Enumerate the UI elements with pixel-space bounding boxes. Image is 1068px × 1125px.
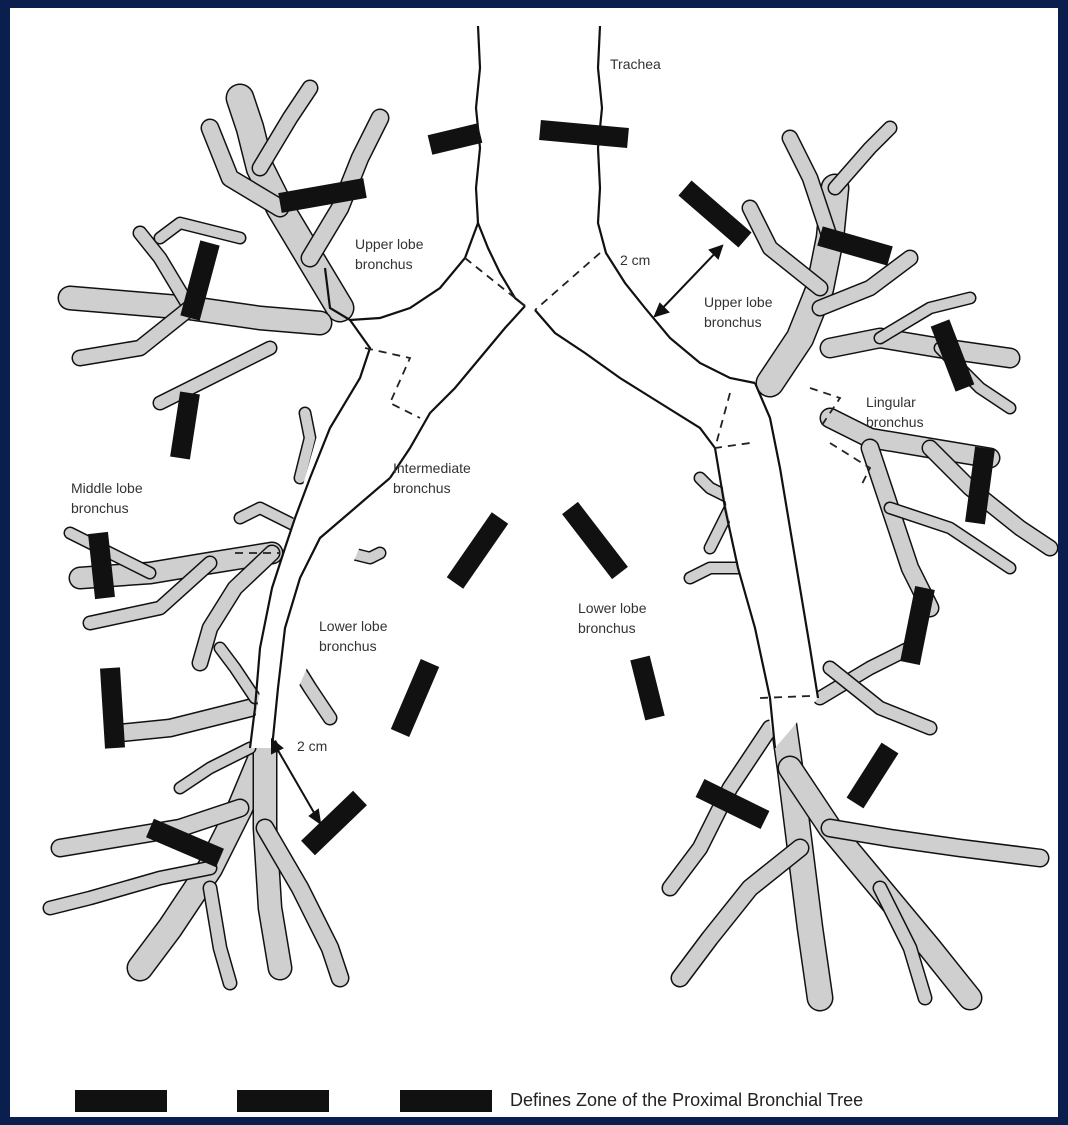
legend-dash-1 (75, 1090, 167, 1112)
zone-marker-dash (98, 533, 105, 598)
label-middle-lobe: Middle lobe bronchus (71, 478, 143, 518)
label-measure-lower: 2 cm (297, 736, 327, 756)
zone-marker-dash (685, 188, 745, 240)
bronchial-tree-diagram (10, 8, 1058, 1117)
zone-marker-dash (910, 588, 925, 663)
label-lingular: Lingular bronchus (866, 392, 924, 432)
airway-branch (120, 708, 250, 733)
legend-dash-2 (237, 1090, 329, 1112)
zone-marker-dash (180, 393, 190, 458)
airway-branch (680, 848, 800, 978)
zone-marker-dash (308, 798, 360, 848)
airway-branch (160, 348, 270, 403)
label-right-lower-lobe: Lower lobe bronchus (319, 616, 388, 656)
zone-marker-dash (855, 748, 890, 803)
zone-marker-dash (975, 448, 985, 523)
label-left-lower-lobe: Lower lobe bronchus (578, 598, 647, 638)
airway-branch (870, 448, 930, 608)
airway-branch (210, 888, 230, 983)
zone-marker-dash (400, 663, 430, 733)
zone-marker-dash (430, 133, 480, 145)
legend-dash-3 (400, 1090, 492, 1112)
zone-marker-dash (455, 518, 500, 583)
zone-marker-dash (150, 828, 220, 858)
label-measure-upper: 2 cm (620, 250, 650, 270)
zone-marker-dash (110, 668, 115, 748)
zone-marker-dash (570, 508, 620, 573)
diagram-frame: Trachea Upper lobe bronchus Upper lobe b… (10, 8, 1058, 1117)
airway-branch (260, 88, 310, 168)
airway-branch (240, 508, 300, 528)
legend-text: Defines Zone of the Proximal Bronchial T… (510, 1090, 863, 1111)
label-trachea: Trachea (610, 54, 661, 74)
zone-marker-dash (540, 130, 628, 138)
label-right-upper-lobe: Upper lobe bronchus (355, 234, 424, 274)
zone-marker-dash (640, 658, 655, 718)
airway-branch (830, 668, 930, 728)
zone-marker-dash (940, 323, 965, 388)
airway-branch (835, 128, 890, 188)
airway-branch (220, 648, 255, 698)
label-intermediate: Intermediate bronchus (393, 458, 471, 498)
label-left-upper-lobe: Upper lobe bronchus (704, 292, 773, 332)
